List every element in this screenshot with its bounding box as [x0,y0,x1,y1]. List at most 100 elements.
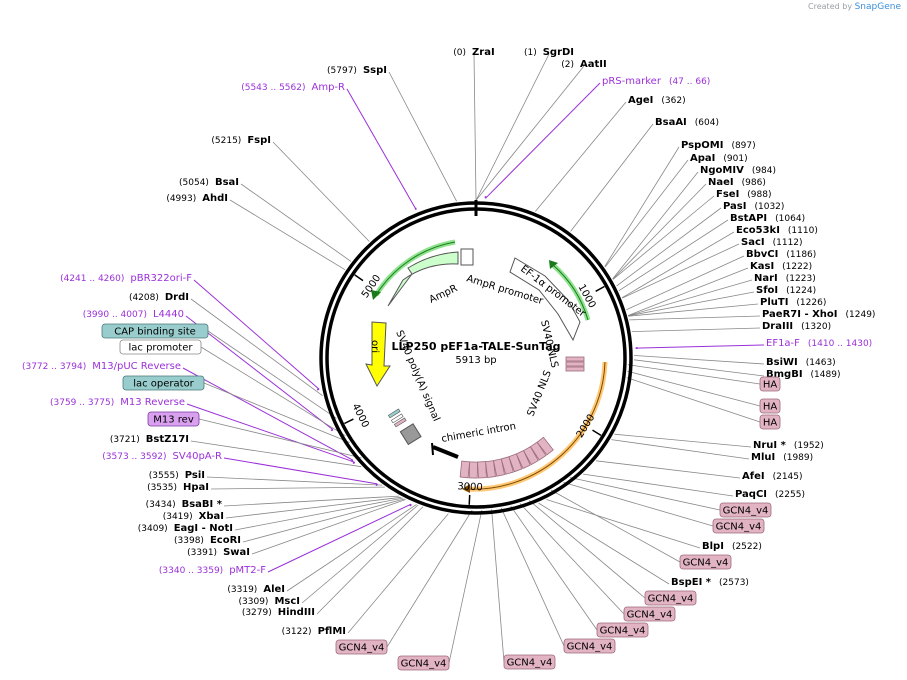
site-bsaai: BsaAI(604) [655,117,719,128]
site-pflmi: (3122)PflMI [282,626,346,637]
site-position: (1489) [811,370,841,380]
leader-fspi [272,141,370,242]
site-fspi: (5215)FspI [211,135,271,146]
box-label-gcn4-v4: GCN4_v4 [683,558,729,569]
site-pspomi: PspOMI(897) [681,140,756,151]
gcn4-repeats [459,436,554,479]
primer-leader-m13-puc-reverse [182,367,354,461]
primer-mark-l4440 [330,428,334,432]
site-xbai: (3419)XbaI [163,511,224,522]
leader-bsaai [570,123,654,232]
site-mlui: MluI(1989) [751,452,813,463]
site-name: PluTI [760,297,788,308]
site-kasi: KasI(1222) [750,261,812,272]
site-position: (3721) [110,435,140,445]
site-sspi: (5797)SspI [327,65,387,76]
label-sv40-nls-b: SV40 NLS [526,369,554,418]
leader-kasi [628,267,749,316]
leader-sspi [388,71,457,202]
primer-range: (5543 .. 5562) [241,83,305,93]
box-leader-gcn4-v4 [448,509,483,664]
primer-leader-prs-marker [485,82,601,199]
site-position: (988) [747,190,771,200]
site-name: NaeI [708,177,734,188]
leader-swai [251,499,406,555]
primer-name: L4440 [153,309,184,320]
box-leader-lac-promoter [200,346,346,437]
site-aatii: (2)AatII [561,59,606,70]
box-ha [759,398,781,414]
site-naei: NaeI(986) [708,177,766,188]
site-name: SgrDI [543,47,574,58]
primer-mark-pmt2-f [409,503,412,507]
tick-label-2000: 2000 [575,412,598,439]
leader-ahdi [229,199,346,271]
site-eagi-noti: (3409)EagI - NotI [138,523,233,534]
site-name: AfeI [742,471,765,482]
box-ha [759,376,781,392]
site-position: (3434) [146,500,176,510]
box-label-ha: HA [763,418,778,429]
primer-range: (4241 .. 4260) [60,274,124,284]
site-name: BstAPI [730,213,767,224]
box-label-gcn4-v4: GCN4_v4 [723,506,769,517]
box-label-ha: HA [763,380,778,391]
primer-leader-m13-reverse [186,403,355,463]
site-position: (1223) [786,274,816,284]
site-name: SacI [741,237,765,248]
leader-sfoi [628,291,755,317]
site-position: (3398) [174,536,204,546]
box-leader-gcn4-v4 [510,505,598,631]
site-name: PaeR7I - XhoI [762,309,838,320]
site-ahdi: (4993)AhdI [166,193,228,204]
site-pasi: PasI(1032) [723,201,784,212]
site-paer7i-xhoi: PaeR7I - XhoI(1249) [762,309,875,320]
box-label-cap-binding-site: CAP binding site [114,327,196,338]
leader-drdi [190,298,323,397]
box-leader-gcn4-v4 [569,477,721,511]
site-msci: (3309)MscI [239,596,301,607]
ef1a-arc-line [552,264,589,321]
gcn4-repeat [508,453,523,473]
primer-mark-amp-r [414,207,417,210]
site-position: (1) [524,48,537,58]
primer-range: (3573 .. 3592) [102,452,166,462]
gcn4-repeat [492,458,506,477]
site-nari: NarI(1223) [754,273,816,284]
site-name: AgeI [628,95,653,106]
site-position: (3391) [187,548,217,558]
gcn4-repeat [522,446,539,466]
box-leader-gcn4-v4 [500,507,565,647]
leader-bsai [240,183,352,262]
leader-lines [182,53,765,664]
site-bbvci: BbvCI(1186) [746,249,816,260]
box-label-lac-promoter: lac promoter [129,343,194,354]
site-saci: SacI (1112) [741,237,803,248]
site-sgrdi: (1) SgrDI [524,47,574,58]
box-label-gcn4-v4: GCN4_v4 [600,626,646,637]
site-name: XbaI [199,511,224,522]
box-label-gcn4-v4: GCN4_v4 [507,658,553,669]
site-bmgbi: BmgBI (1489) [766,369,840,380]
site-agei: AgeI(362) [628,95,686,106]
site-position: (3122) [282,627,312,637]
site-position: (901) [723,154,747,164]
tick-5000 [354,274,364,282]
box-label-gcn4-v4: GCN4_v4 [648,594,694,605]
site-position: (1989) [783,453,813,463]
chimeric-intron-feature [432,445,459,459]
gcn4-repeat [477,461,487,479]
credit-prefix: Created by [808,2,853,11]
primer-ef1a-f: EF1a-F(1410 .. 1430) [766,338,872,349]
primer-range: (47 .. 66) [669,77,710,87]
site-name: FseI [716,189,739,200]
leader-pflmi [347,513,449,634]
site-name: BmgBI [766,369,803,380]
site-position: (897) [731,141,755,151]
leader-bsabi [223,495,400,507]
ampr-arc-head [371,290,381,300]
site-position: (1112) [773,238,803,248]
site-position: (5797) [327,66,357,76]
primer-m13-reverse: (3759 .. 3775)M13 Reverse [50,397,185,408]
primer-leader-pbr322ori-f [193,279,320,390]
